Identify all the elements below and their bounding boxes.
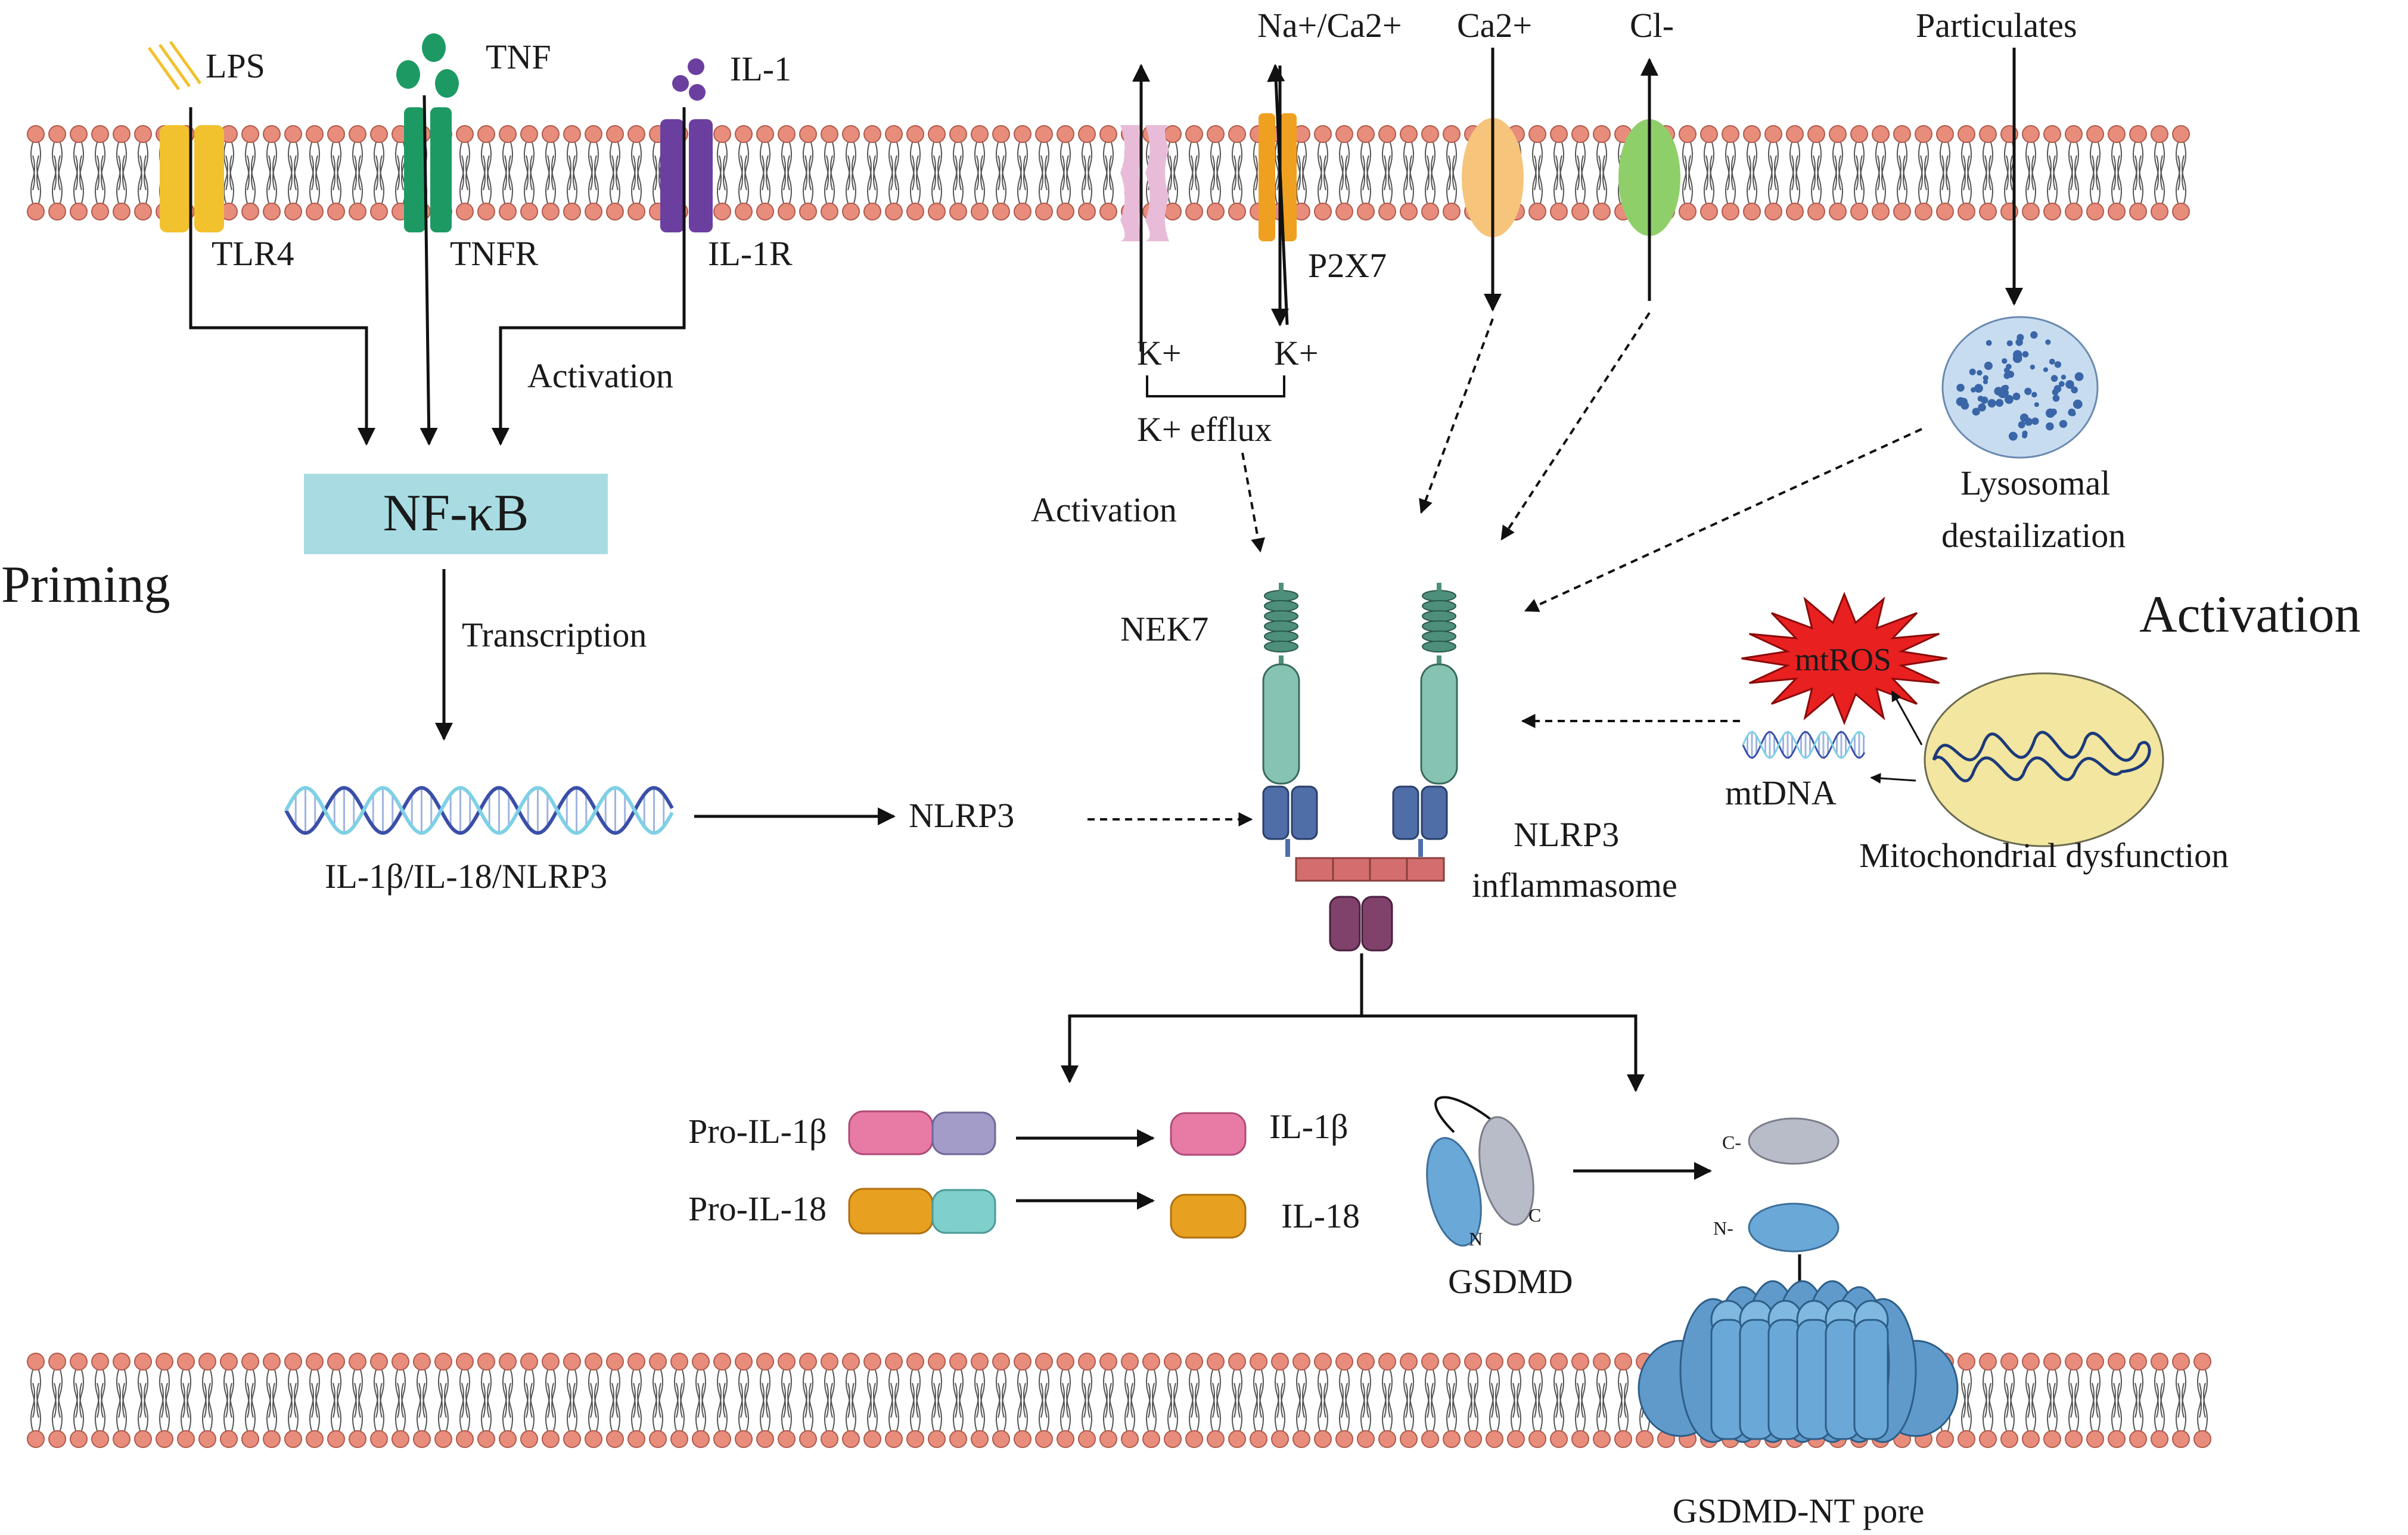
tlr4-label: TLR4 bbox=[212, 234, 294, 273]
inflammasome-to-gsdmd-arrow bbox=[1362, 1014, 1645, 1092]
c-fragment-label: C- bbox=[1722, 1132, 1741, 1153]
inflammasome-label-1: NLRP3 bbox=[1514, 815, 1619, 854]
lps-icon bbox=[147, 41, 202, 91]
k-efflux-bracket bbox=[1146, 375, 1285, 397]
mito-to-mtdna-arrow bbox=[1870, 773, 1916, 784]
il1-label: IL-1 bbox=[730, 49, 791, 88]
tnfr-receptor bbox=[404, 107, 452, 232]
il1r-receptor bbox=[660, 119, 713, 232]
pro-il1b-domain bbox=[848, 1110, 934, 1155]
activation-mid-label: Activation bbox=[1031, 490, 1177, 529]
tnf-label: TNF bbox=[486, 38, 551, 76]
mitochondrion-icon bbox=[1924, 672, 2164, 847]
tnfr-label: TNFR bbox=[450, 234, 539, 273]
lysosome-label-2: destailization bbox=[1941, 516, 2126, 555]
p2x7-channel bbox=[1259, 113, 1297, 241]
mtros-label: mtROS bbox=[1795, 642, 1891, 678]
il18-mature bbox=[1170, 1194, 1247, 1239]
plasma-membrane-top bbox=[27, 125, 2190, 220]
k-left-label: K+ bbox=[1137, 334, 1182, 372]
gsdmd-c-terminal-label: C bbox=[1528, 1204, 1541, 1226]
mito-to-mtros-arrow bbox=[1891, 690, 1923, 745]
inflammasome-to-cytokines-arrow bbox=[1061, 953, 1363, 1083]
il1b-label: IL-1β bbox=[1269, 1107, 1349, 1146]
pro-il1b-label: Pro-IL-1β bbox=[688, 1112, 827, 1151]
plasma-membrane-bottom bbox=[27, 1353, 2211, 1448]
inflammasome-label-2: inflammasome bbox=[1472, 866, 1677, 905]
cl-to-inflammasome-arrow bbox=[1500, 312, 1651, 541]
gsdmd-nt-pore bbox=[1638, 1280, 1959, 1443]
priming-heading: Priming bbox=[1, 556, 170, 614]
pore-label: GSDMD-NT pore bbox=[1673, 1492, 1925, 1530]
il1b-mature bbox=[1170, 1112, 1247, 1156]
gsdmd-full-length bbox=[1426, 1096, 1534, 1247]
pro-il1b-prodomain bbox=[931, 1111, 996, 1155]
pro-il18-prodomain bbox=[931, 1189, 996, 1234]
ca-to-inflammasome-arrow bbox=[1419, 318, 1494, 514]
nek7-left bbox=[1264, 583, 1298, 666]
gsdmd-c-fragment bbox=[1748, 1117, 1840, 1165]
k-efflux-arrow-right bbox=[1267, 64, 1289, 325]
k-right-label: K+ bbox=[1274, 334, 1319, 372]
lysosome-icon bbox=[1941, 316, 2099, 459]
lysosome-label-1: Lysosomal bbox=[1960, 464, 2110, 502]
n-fragment-label: N- bbox=[1713, 1217, 1733, 1239]
ca-label: Ca2+ bbox=[1457, 6, 1532, 45]
p2x7-label: P2X7 bbox=[1308, 246, 1387, 285]
gene-label: IL-1β/IL-18/NLRP3 bbox=[325, 857, 607, 896]
pro-il18-label: Pro-IL-18 bbox=[688, 1189, 827, 1228]
il1r-to-nfkb-arrow bbox=[492, 107, 686, 446]
mtdna-label: mtDNA bbox=[1725, 773, 1837, 812]
il1r-label: IL-1R bbox=[708, 234, 793, 273]
tlr4-receptor bbox=[160, 125, 224, 232]
dna-icon bbox=[284, 785, 674, 835]
transcription-label: Transcription bbox=[462, 616, 647, 654]
cl-label: Cl- bbox=[1630, 6, 1674, 45]
nfkb-box bbox=[304, 474, 608, 554]
nlrp3-label: NLRP3 bbox=[909, 796, 1014, 835]
lps-label: LPS bbox=[206, 46, 265, 85]
gsdmd-n-terminal-label: N bbox=[1469, 1228, 1483, 1250]
na-ca-label: Na+/Ca2+ bbox=[1257, 6, 1402, 45]
lysosome-to-inflammasome-arrow bbox=[1524, 428, 1922, 612]
nek7-label: NEK7 bbox=[1120, 610, 1208, 648]
particulates-label: Particulates bbox=[1916, 6, 2077, 45]
mito-label: Mitochondrial dysfunction bbox=[1859, 836, 2229, 875]
il1-icon bbox=[672, 58, 706, 101]
tnfr-to-nfkb-arrow bbox=[420, 95, 438, 446]
activation-heading: Activation bbox=[2139, 586, 2360, 644]
k-efflux-label: K+ efflux bbox=[1137, 410, 1272, 449]
k-efflux-to-inflammasome-arrow bbox=[1241, 452, 1265, 553]
activation-left-label: Activation bbox=[527, 356, 673, 395]
gsdmd-n-fragment bbox=[1748, 1202, 1840, 1253]
gsdmd-label: GSDMD bbox=[1448, 1262, 1573, 1301]
nek7-right bbox=[1422, 583, 1456, 666]
pro-il18-domain bbox=[848, 1188, 934, 1235]
tnf-icon bbox=[396, 33, 459, 98]
nlrp3-inflammasome bbox=[1262, 583, 1458, 952]
mtdna-icon bbox=[1742, 731, 1866, 759]
tlr4-to-nfkb-arrow bbox=[189, 107, 375, 446]
k-channel bbox=[1120, 125, 1169, 241]
il18-label: IL-18 bbox=[1281, 1197, 1360, 1235]
nfkb-label: NF-κB bbox=[383, 484, 529, 542]
